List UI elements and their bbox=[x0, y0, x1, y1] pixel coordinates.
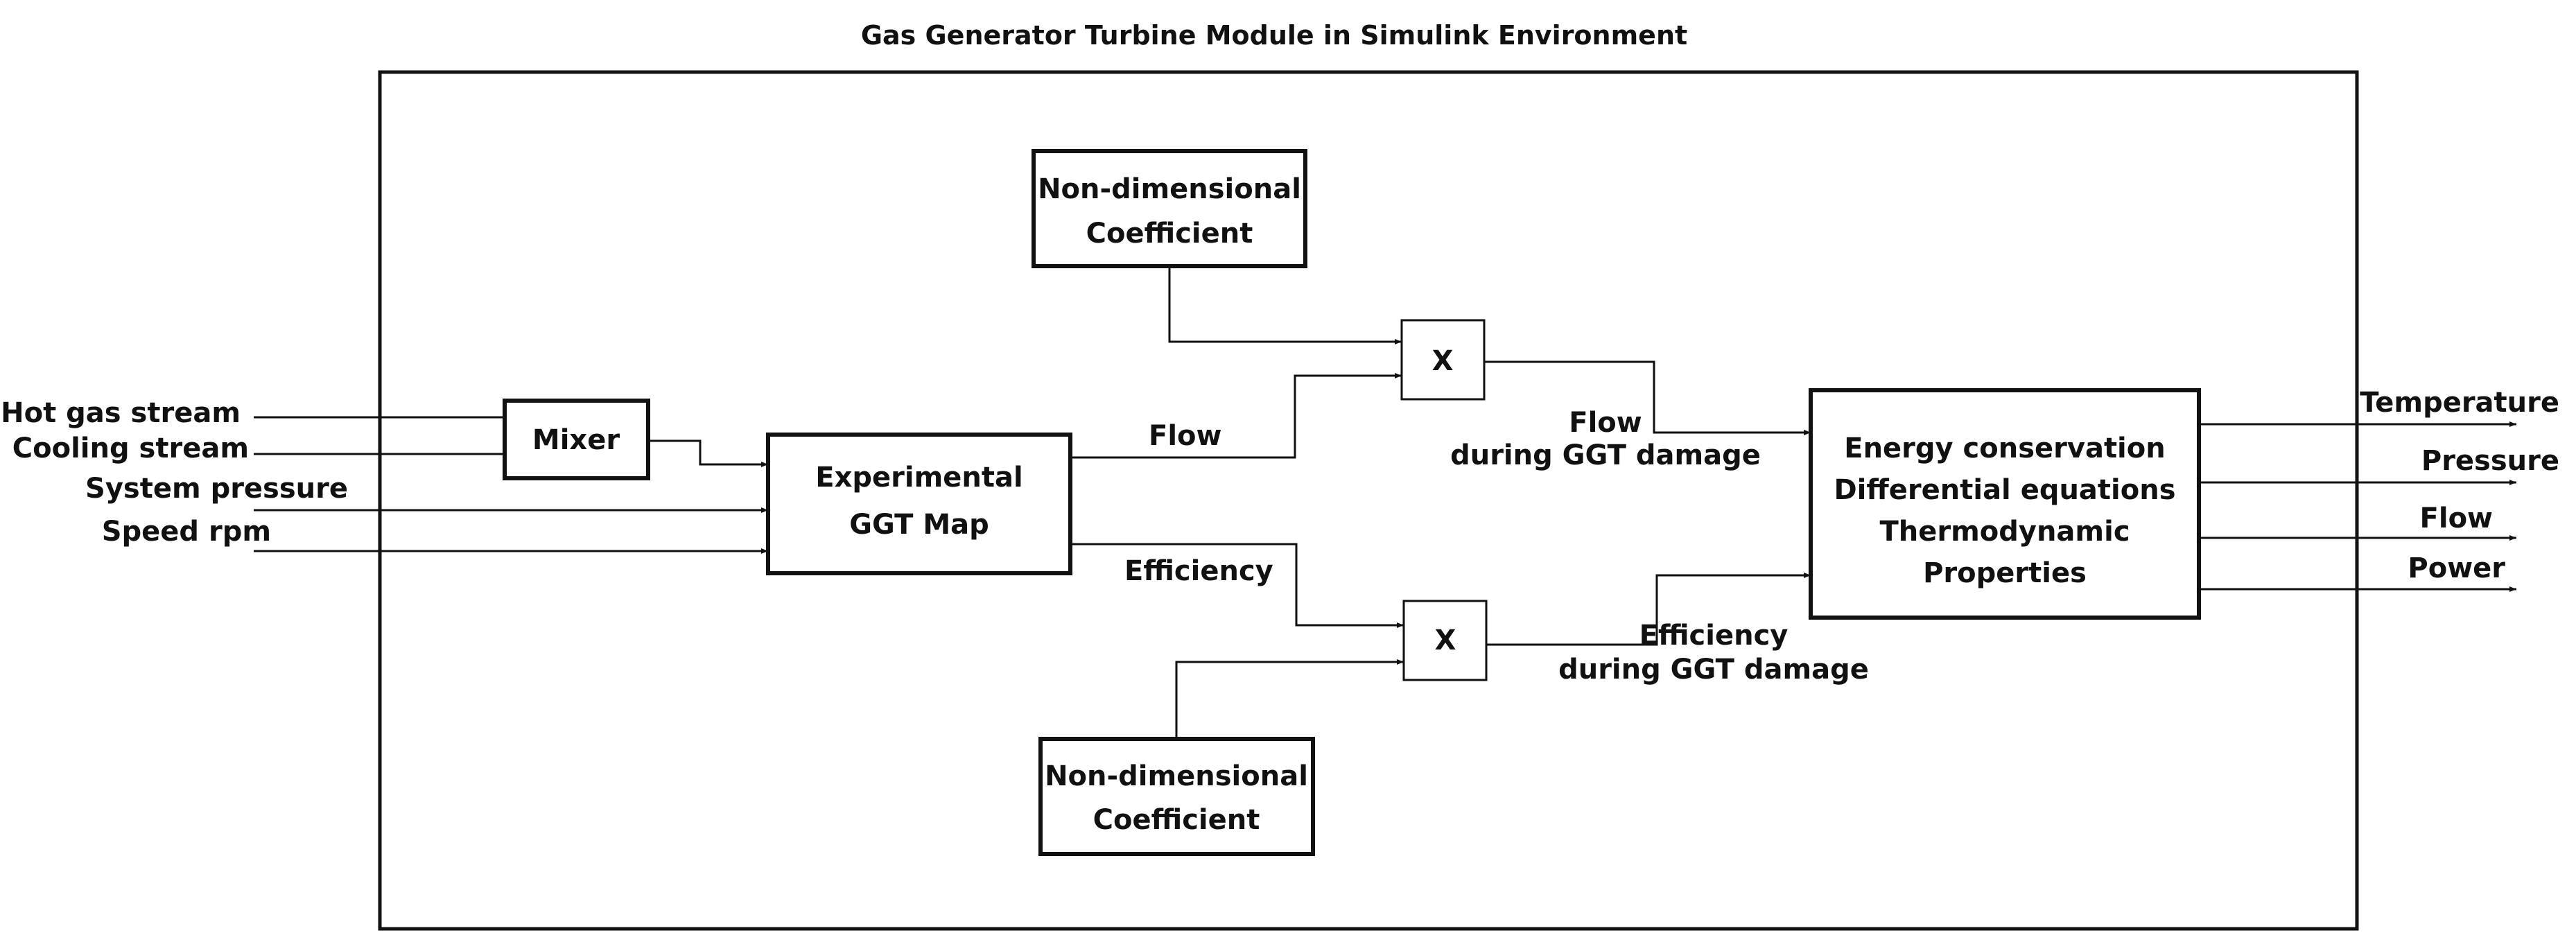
input-system-pressure: System pressure bbox=[85, 473, 348, 505]
output-power-label: Power bbox=[2408, 552, 2505, 584]
wire-efficiency-damage-to-energy bbox=[1486, 573, 1811, 646]
wire-efficiency-to-mult bbox=[1070, 543, 1404, 628]
coefficient-bottom-label-2: Coefficient bbox=[1093, 804, 1260, 836]
ggt-map-block bbox=[766, 433, 1072, 575]
diagram-title: Gas Generator Turbine Module in Simulink… bbox=[861, 20, 1687, 51]
signal-flow-label: Flow bbox=[1149, 420, 1221, 452]
energy-label-1: Energy conservation bbox=[1844, 433, 2165, 464]
coefficient-top-label-2: Coefficient bbox=[1086, 218, 1253, 250]
multiplier-block-top bbox=[1400, 319, 1486, 401]
signal-flow-damage-label-1: Flow bbox=[1569, 407, 1642, 439]
input-speed-rpm: Speed rpm bbox=[102, 516, 271, 548]
energy-label-4: Properties bbox=[1923, 557, 2087, 589]
module-frame bbox=[378, 70, 2359, 931]
mixer-label: Mixer bbox=[532, 424, 620, 456]
ggt-map-label-1: Experimental bbox=[815, 462, 1022, 494]
output-temperature-label: Temperature bbox=[2360, 387, 2559, 419]
wire-flow-to-mult bbox=[1070, 373, 1402, 459]
energy-label-3: Thermodynamic bbox=[1879, 516, 2130, 548]
signal-efficiency-label: Efficiency bbox=[1124, 555, 1273, 587]
mixer-block bbox=[503, 399, 650, 480]
multiplier-bottom-label: X bbox=[1435, 625, 1456, 656]
coefficient-top-label-1: Non-dimensional bbox=[1038, 173, 1301, 205]
wire-coef-bottom-to-mult bbox=[1175, 659, 1404, 739]
multiplier-top-label: X bbox=[1432, 345, 1454, 377]
signal-efficiency-damage-label-1: Efficiency bbox=[1639, 620, 1789, 652]
output-pressure-label: Pressure bbox=[2421, 445, 2559, 477]
coefficient-bottom-label-1: Non-dimensional bbox=[1045, 760, 1308, 792]
input-hot-gas-stream: Hot gas stream bbox=[1, 397, 241, 429]
energy-label-2: Differential equations bbox=[1834, 474, 2175, 506]
coefficient-block-bottom bbox=[1038, 737, 1315, 856]
multiplier-block-bottom bbox=[1402, 600, 1488, 681]
wire-flow-damage-to-energy bbox=[1484, 360, 1811, 435]
wire-coef-top-to-mult bbox=[1168, 266, 1402, 344]
wire-mixer-to-map bbox=[648, 439, 768, 467]
output-flow-label: Flow bbox=[2420, 503, 2493, 534]
signal-flow-damage-label-2: during GGT damage bbox=[1450, 439, 1761, 471]
energy-block bbox=[1809, 388, 2201, 620]
ggt-map-label-2: GGT Map bbox=[849, 509, 989, 541]
input-cooling-stream: Cooling stream bbox=[12, 433, 249, 464]
signal-efficiency-damage-label-2: during GGT damage bbox=[1558, 654, 1869, 686]
